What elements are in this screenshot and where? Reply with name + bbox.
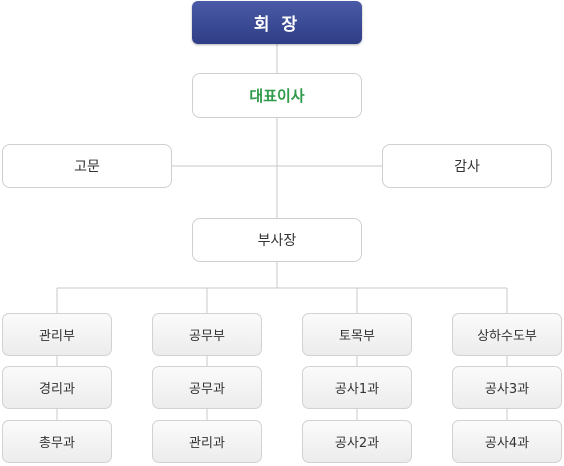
vice-president-box: 부사장: [192, 218, 362, 262]
dept-label: 공무부: [189, 329, 225, 344]
team-box: 공사3과: [452, 366, 562, 409]
team-box: 공사1과: [302, 366, 412, 409]
team-box: 관리과: [152, 420, 262, 463]
vice-president-label: 부사장: [257, 233, 297, 249]
team-label: 경리과: [39, 382, 75, 397]
team-label: 공무과: [189, 382, 225, 397]
dept-public-works-box: 공무부: [152, 313, 262, 356]
team-label: 공사3과: [484, 382, 530, 397]
advisor-label: 고문: [74, 159, 100, 175]
advisor-box: 고문: [2, 144, 172, 188]
dept-management-box: 관리부: [2, 313, 112, 356]
team-label: 공사4과: [484, 436, 530, 451]
team-label: 공사2과: [334, 436, 380, 451]
dept-water-sewer-box: 상하수도부: [452, 313, 562, 356]
auditor-label: 감사: [454, 159, 480, 175]
team-label: 관리과: [189, 436, 225, 451]
dept-label: 상하수도부: [477, 329, 537, 344]
chairman-label: 회 장: [253, 15, 301, 35]
ceo-box: 대표이사: [192, 73, 362, 118]
auditor-box: 감사: [382, 144, 552, 188]
chairman-box: 회 장: [192, 1, 362, 44]
dept-label: 관리부: [39, 329, 75, 344]
ceo-label: 대표이사: [249, 87, 305, 105]
dept-label: 토목부: [339, 329, 375, 344]
dept-civil-box: 토목부: [302, 313, 412, 356]
team-label: 공사1과: [334, 382, 380, 397]
team-box: 공사2과: [302, 420, 412, 463]
team-box: 공무과: [152, 366, 262, 409]
team-box: 공사4과: [452, 420, 562, 463]
team-label: 총무과: [39, 436, 75, 451]
team-box: 총무과: [2, 420, 112, 463]
team-box: 경리과: [2, 366, 112, 409]
